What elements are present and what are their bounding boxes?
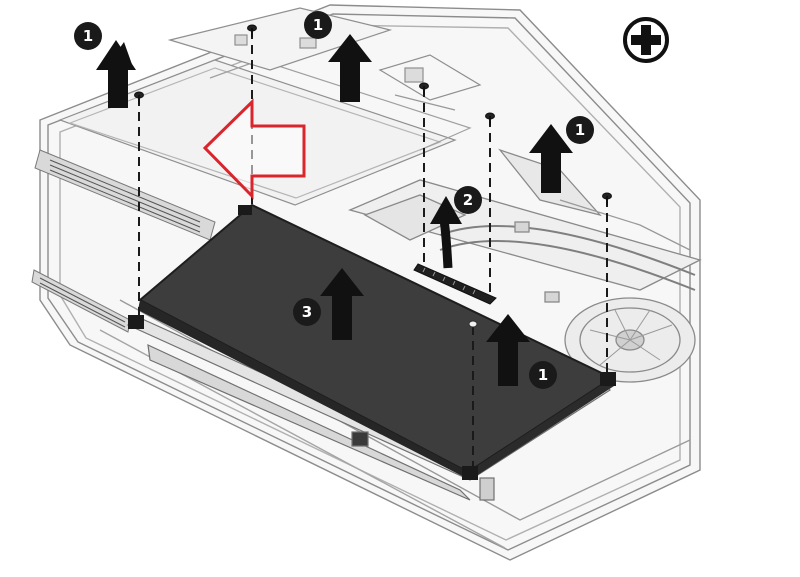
svg-text:3: 3 [302,303,312,321]
svg-text:1: 1 [538,366,548,384]
battery-tab [238,205,252,215]
callout-badges: 1 1 1 2 3 1 [74,11,594,389]
phillips-screwdriver-icon [623,17,669,63]
screws [134,24,612,328]
screw-guide-lines [138,30,608,470]
up-arrow-icon [529,124,573,193]
svg-text:1: 1 [313,16,323,34]
screw-icon [419,82,429,95]
left-arrow-outline-icon [202,98,306,200]
battery-tab [462,466,478,480]
svg-text:1: 1 [575,121,585,139]
screw-icon [134,91,144,104]
svg-text:2: 2 [463,191,473,209]
callout-badge: 1 [74,22,102,50]
callout-badge: 1 [566,116,594,144]
up-arrow-icon [328,34,372,102]
screw-icon [247,24,257,37]
callout-badge: 2 [454,186,482,214]
screw-icon [468,320,478,328]
battery [128,203,616,480]
callout-badge: 3 [293,298,321,326]
lift-arrows [96,34,573,386]
up-arrow-icon [96,40,136,108]
svg-text:1: 1 [83,27,93,45]
callout-badge: 1 [304,11,332,39]
callout-badge: 1 [529,361,557,389]
speaker-grille [31,149,216,333]
up-arrow-icon [320,268,364,340]
battery-tab [128,315,144,329]
screw-icon [602,192,612,205]
curved-arrow-icon [430,196,462,269]
up-arrow-icon [486,314,530,386]
screw-icon [485,112,495,125]
